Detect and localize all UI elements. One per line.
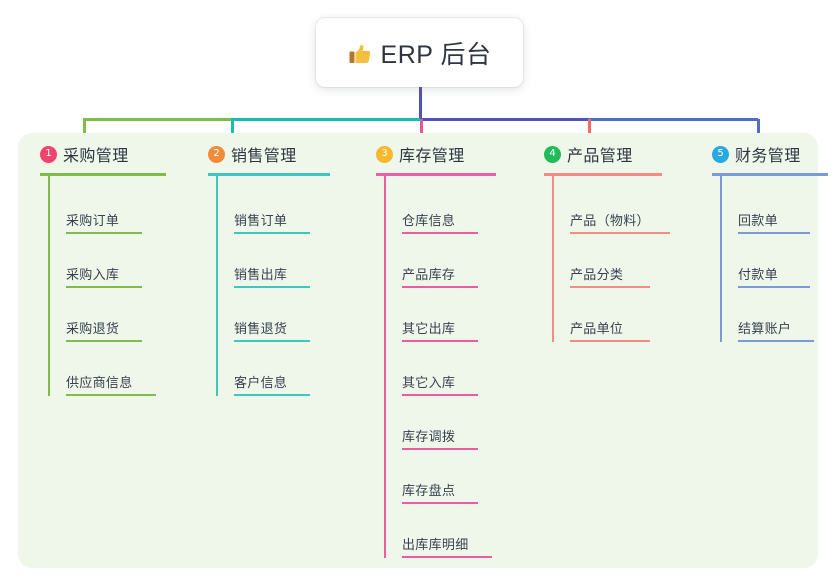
column-number-badge: 1 (40, 145, 57, 163)
menu-item-label: 结算账户 (738, 321, 792, 336)
menu-item[interactable]: 采购退货 (66, 312, 142, 342)
menu-item-label: 产品分类 (570, 267, 624, 282)
column-trunk-line (720, 176, 722, 342)
menu-item[interactable]: 结算账户 (738, 312, 814, 342)
menu-item[interactable]: 销售退货 (234, 312, 310, 342)
menu-item-rule (570, 232, 670, 234)
menu-item[interactable]: 产品单位 (570, 312, 650, 342)
menu-item[interactable]: 出库库明细 (402, 528, 492, 558)
menu-item-label: 产品单位 (570, 321, 624, 336)
menu-item[interactable]: 仓库信息 (402, 204, 478, 234)
menu-item-rule (738, 340, 814, 342)
menu-item-rule (570, 340, 650, 342)
menu-item-label: 销售退货 (234, 321, 288, 336)
menu-item-rule (402, 394, 478, 396)
column-header-2[interactable]: 2 销售管理 (208, 142, 297, 166)
menu-item-label: 库存盘点 (402, 483, 456, 498)
connector-segment-1 (83, 118, 231, 121)
root-node-label: ERP 后台 (380, 40, 492, 69)
menu-item-label: 采购订单 (66, 213, 120, 228)
menu-item[interactable]: 采购入库 (66, 258, 142, 288)
menu-item-label: 付款单 (738, 267, 778, 282)
menu-item-rule (738, 286, 810, 288)
menu-item-label: 销售出库 (234, 267, 288, 282)
menu-item-label: 产品（物料） (570, 213, 650, 228)
connector-stem (419, 87, 422, 119)
column-number-badge: 2 (208, 145, 225, 163)
column-header-rule (712, 173, 828, 176)
column-trunk-line (216, 176, 218, 396)
column-number-badge: 4 (544, 145, 561, 163)
column-title: 销售管理 (231, 148, 297, 165)
connector-segment-2 (231, 118, 420, 121)
menu-item-rule (66, 394, 156, 396)
menu-item-rule (234, 286, 310, 288)
menu-item[interactable]: 产品（物料） (570, 204, 670, 234)
connector-segment-3 (420, 118, 588, 121)
menu-item[interactable]: 产品库存 (402, 258, 478, 288)
column-title: 财务管理 (735, 148, 801, 165)
menu-item-rule (234, 340, 310, 342)
menu-item-rule (66, 286, 142, 288)
menu-item-rule (738, 232, 810, 234)
menu-item[interactable]: 客户信息 (234, 366, 310, 396)
menu-item-label: 回款单 (738, 213, 778, 228)
menu-item-label: 销售订单 (234, 213, 288, 228)
menu-item[interactable]: 销售出库 (234, 258, 310, 288)
column-trunk-line (48, 176, 50, 396)
column-trunk-line (384, 176, 386, 558)
menu-item-label: 库存调拨 (402, 429, 456, 444)
root-node-card[interactable]: ERP 后台 (316, 18, 523, 87)
menu-item-label: 仓库信息 (402, 213, 456, 228)
menu-item[interactable]: 其它出库 (402, 312, 478, 342)
menu-item-label: 其它入库 (402, 375, 456, 390)
column-number-badge: 5 (712, 145, 729, 163)
column-trunk-line (552, 176, 554, 342)
column-title: 采购管理 (63, 148, 129, 165)
menu-item-rule (570, 286, 650, 288)
menu-item-label: 采购入库 (66, 267, 120, 282)
column-title: 产品管理 (567, 148, 633, 165)
menu-item-label: 产品库存 (402, 267, 456, 282)
menu-item[interactable]: 付款单 (738, 258, 810, 288)
menu-item-label: 其它出库 (402, 321, 456, 336)
column-number-badge: 3 (376, 145, 393, 163)
column-header-5[interactable]: 5 财务管理 (712, 142, 801, 166)
column-header-rule (376, 173, 496, 176)
column-header-rule (544, 173, 662, 176)
column-header-4[interactable]: 4 产品管理 (544, 142, 633, 166)
menu-item-label: 客户信息 (234, 375, 288, 390)
menu-item-rule (234, 232, 310, 234)
thumbs-up-icon (348, 42, 372, 66)
menu-item-label: 出库库明细 (402, 537, 469, 552)
menu-item-rule (402, 232, 478, 234)
menu-item[interactable]: 其它入库 (402, 366, 478, 396)
menu-item-rule (402, 448, 478, 450)
menu-item-label: 采购退货 (66, 321, 120, 336)
menu-item[interactable]: 库存调拨 (402, 420, 478, 450)
menu-item-rule (66, 232, 142, 234)
connector-segment-4 (588, 118, 758, 121)
menu-item[interactable]: 库存盘点 (402, 474, 478, 504)
menu-item-rule (402, 286, 478, 288)
menu-item[interactable]: 产品分类 (570, 258, 650, 288)
column-header-rule (208, 173, 330, 176)
menu-item-rule (66, 340, 142, 342)
menu-item-rule (402, 502, 478, 504)
menu-item-rule (402, 556, 492, 558)
branches-panel: 1 采购管理采购订单采购入库采购退货供应商信息 2 销售管理销售订单销售出库销售退货客… (18, 133, 828, 568)
menu-item[interactable]: 销售订单 (234, 204, 310, 234)
menu-item[interactable]: 回款单 (738, 204, 810, 234)
root-node-content: ERP 后台 (348, 35, 492, 71)
menu-item[interactable]: 供应商信息 (66, 366, 156, 396)
column-header-rule (40, 173, 166, 176)
menu-item-rule (402, 340, 478, 342)
column-title: 库存管理 (399, 148, 465, 165)
menu-item-label: 供应商信息 (66, 375, 133, 390)
menu-item[interactable]: 采购订单 (66, 204, 142, 234)
column-header-3[interactable]: 3 库存管理 (376, 142, 465, 166)
menu-item-rule (234, 394, 310, 396)
column-header-1[interactable]: 1 采购管理 (40, 142, 129, 166)
